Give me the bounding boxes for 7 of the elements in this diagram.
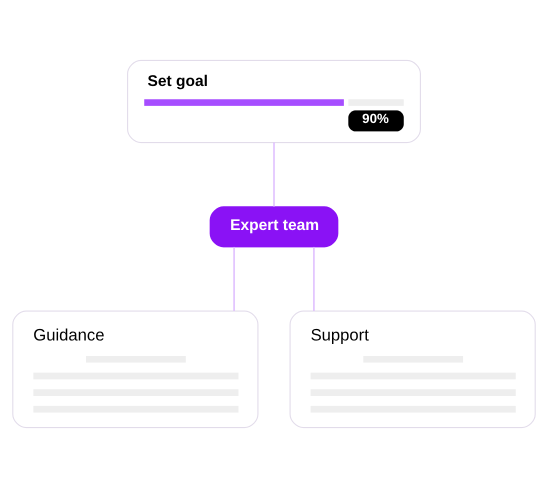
connector bbox=[233, 246, 235, 311]
node-box: Guidance bbox=[12, 310, 258, 428]
connector bbox=[313, 246, 315, 311]
node-box: Support bbox=[290, 310, 536, 428]
node-box: Set goal 90% bbox=[127, 60, 421, 144]
connector bbox=[273, 142, 275, 207]
node-box: Expert team bbox=[210, 206, 338, 248]
